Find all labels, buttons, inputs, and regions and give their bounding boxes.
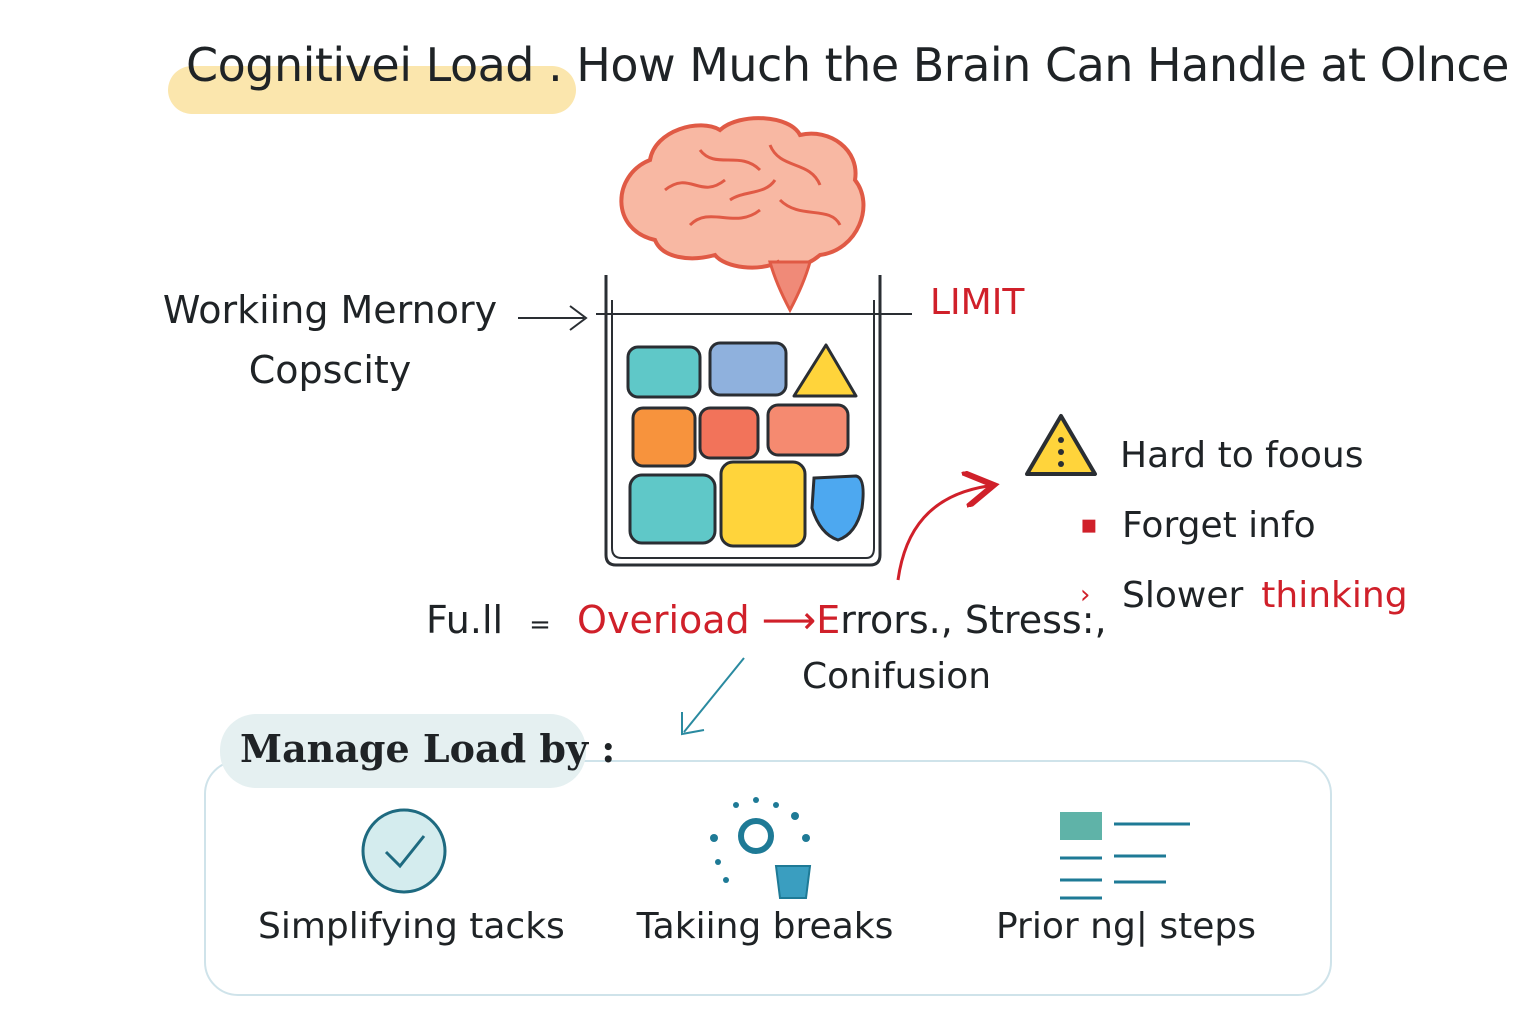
effect-item: ▪ Forget info bbox=[1080, 490, 1408, 560]
block-yellow bbox=[719, 460, 807, 548]
title-rest-text: How Much the Brain Can Handle at Olnce bbox=[576, 38, 1509, 92]
manage-panel bbox=[204, 760, 1332, 996]
block-orange bbox=[631, 406, 697, 468]
manage-label: Manage Load by : bbox=[240, 726, 616, 771]
brain-folds bbox=[664, 144, 842, 227]
effect-text: Hard to foous bbox=[1120, 434, 1364, 476]
brain-shape bbox=[619, 116, 866, 270]
flow-line2: Conifusion bbox=[802, 656, 992, 697]
block-yellow-triangle bbox=[792, 343, 858, 398]
flow-sep: = bbox=[529, 610, 551, 640]
flow-full: Fu.ll bbox=[426, 598, 504, 642]
overload-curve-arrow bbox=[896, 486, 988, 581]
block-coral bbox=[698, 406, 760, 460]
flow-overload: Overioad bbox=[577, 598, 750, 642]
block-salmon bbox=[766, 403, 850, 457]
break-cup-icon bbox=[710, 797, 812, 899]
block-blue-slate bbox=[708, 341, 788, 397]
brain-stem bbox=[768, 260, 812, 314]
down-arrow bbox=[681, 657, 745, 736]
memory-blocks bbox=[626, 341, 865, 548]
title-highlight bbox=[168, 66, 576, 114]
capacity-arrow bbox=[518, 305, 588, 331]
priority-list-icon bbox=[1060, 812, 1190, 900]
effect-highlight: thinking bbox=[1261, 574, 1408, 616]
chevron-right-icon: › bbox=[1080, 580, 1091, 610]
limit-label: LIMIT bbox=[930, 282, 1025, 323]
flow-consequences: rrors., Stress:, bbox=[840, 598, 1107, 642]
effect-item: › Slower thinking bbox=[1080, 560, 1408, 630]
strategy-label-breaks: Takiing breaks bbox=[636, 906, 894, 947]
title-highlight-text: Cognitivei Load . bbox=[186, 38, 563, 92]
warning-icon bbox=[1025, 414, 1097, 476]
block-teal-2 bbox=[628, 473, 717, 545]
memory-container bbox=[596, 275, 912, 567]
capacity-label-line2: Copscity bbox=[248, 348, 412, 392]
check-circle-icon bbox=[361, 808, 447, 894]
bullet-icon: ▪ bbox=[1080, 510, 1098, 540]
flow-first-e: E bbox=[816, 598, 841, 642]
block-teal-1 bbox=[626, 345, 702, 399]
flow-arrow: ⟶ bbox=[761, 598, 817, 642]
strategy-label-prioritize: Prior ng| steps bbox=[995, 906, 1256, 947]
page-title: Cognitivei Load .How Much the Brain Can … bbox=[186, 38, 1509, 92]
capacity-label-line1: Workiing Mernory bbox=[162, 288, 498, 332]
manage-pill bbox=[220, 714, 586, 788]
strategy-label-simplify: Simplifying tacks bbox=[258, 906, 565, 947]
effect-text: Slower bbox=[1122, 574, 1244, 616]
effect-item: Hard to foous bbox=[1120, 420, 1408, 490]
block-sky bbox=[810, 474, 865, 542]
capacity-label: Workiing Mernory Copscity bbox=[150, 280, 510, 400]
brain-icon bbox=[619, 116, 866, 314]
effects-list: Hard to foous ▪ Forget info › Slower thi… bbox=[1080, 420, 1408, 630]
effect-text: Forget info bbox=[1122, 504, 1316, 546]
overload-flow: Fu.ll = Overioad ⟶Errors., Stress:, bbox=[426, 598, 1107, 642]
